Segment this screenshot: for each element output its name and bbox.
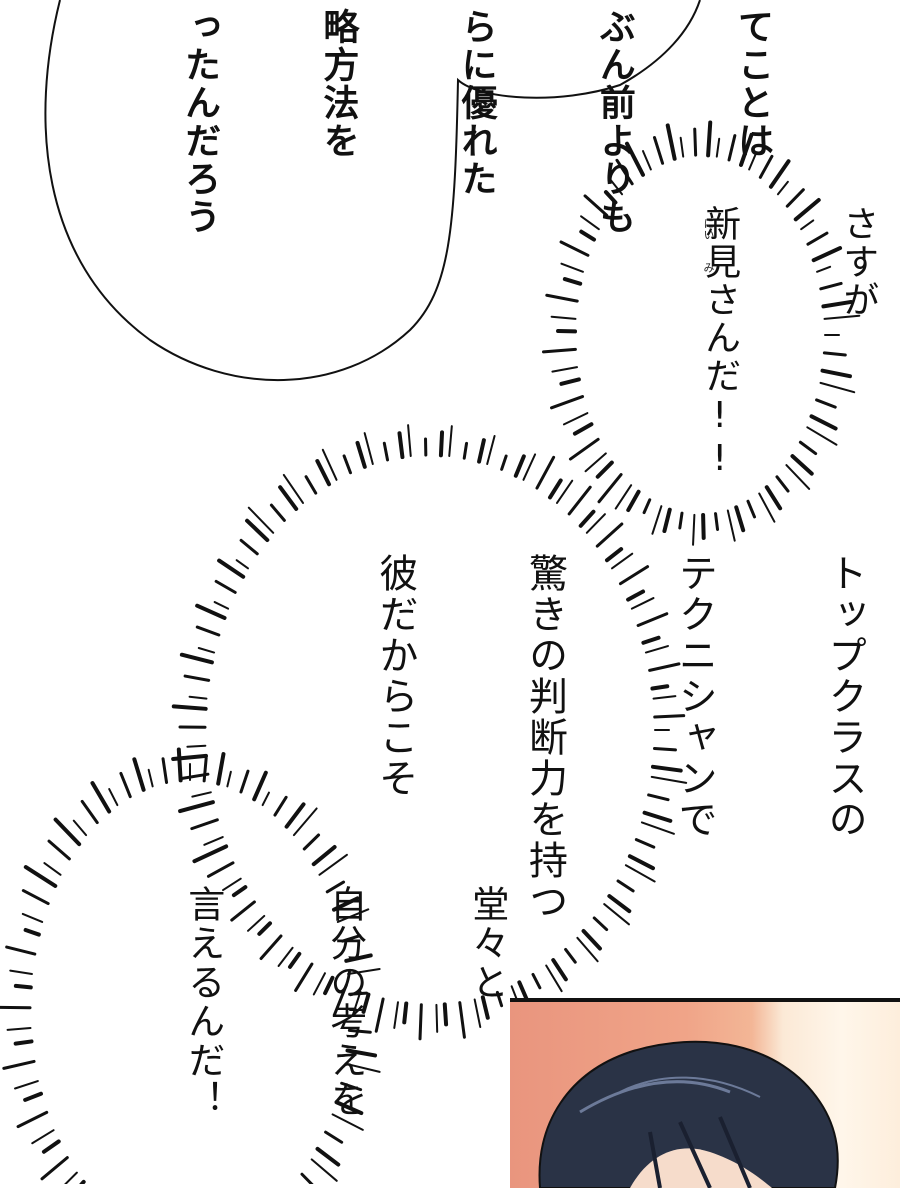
text-line: さすが xyxy=(834,205,880,481)
burst-center-text: トップクラスの テクニシャンで 驚きの判断力を持つ 彼だからこそ xyxy=(320,553,900,922)
text-line: 堂々と xyxy=(464,885,511,1119)
text-line: 自分の考えを xyxy=(321,885,368,1119)
speech-top-left-text: てことは ぶん前よりも らに優れた 略方法を ったんだろう xyxy=(130,8,867,236)
text-line: 彼だからこそ xyxy=(370,553,420,922)
text-line: テクニシャンで xyxy=(669,553,719,922)
text-line: 言えるんだ！ xyxy=(179,885,226,1119)
text-line: 新見さんだ!! xyxy=(696,205,742,481)
text-line: 略方法を xyxy=(314,8,360,236)
ruby-reading-1: にい xyxy=(700,218,716,240)
burst-bottom-left-text: 堂々と 自分の考えを 言えるんだ！ xyxy=(132,885,606,1119)
ruby-reading-2: み xyxy=(700,262,716,273)
text-line: 驚きの判断力を持つ xyxy=(520,553,570,922)
text-line: ったんだろう xyxy=(176,8,222,236)
text-line: トップクラスの xyxy=(819,553,869,922)
text-line: ぶん前よりも xyxy=(591,8,637,236)
burst-right-text: さすが 新見さんだ!! xyxy=(650,205,900,481)
text-line: てことは xyxy=(729,8,775,236)
text-line: らに優れた xyxy=(453,8,499,236)
